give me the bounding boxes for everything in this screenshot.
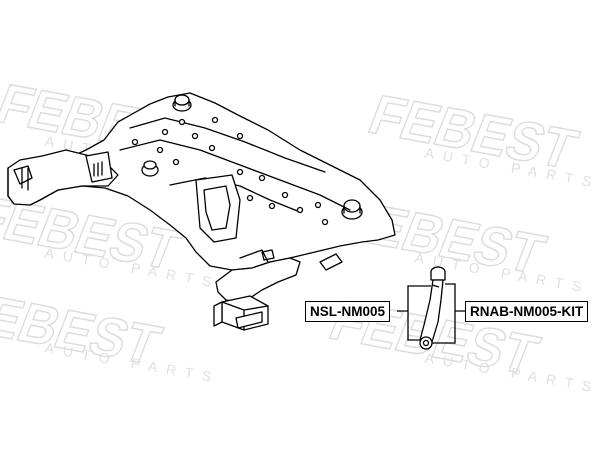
- part-label-bushing: NSL-NM005: [305, 301, 391, 322]
- leader-right: [432, 283, 465, 344]
- leader-left: [397, 285, 431, 341]
- part-label-link-kit: RNAB-NM005-KIT: [465, 301, 589, 322]
- subframe-left-wall: [195, 174, 241, 243]
- subframe-lower-arm: [215, 257, 301, 303]
- watermark-bottom-left: FEBEST AUTO PARTS: [0, 279, 222, 386]
- left-mount-bracket: [85, 151, 113, 183]
- subframe-holes: [131, 116, 329, 226]
- subframe-drawing: [7, 92, 396, 331]
- watermark-top-right: FEBEST AUTO PARTS: [360, 83, 600, 191]
- stabilizer-link-drawing: [419, 266, 446, 350]
- rear-mount-block: [213, 295, 269, 331]
- right-bushing-mount: [341, 199, 363, 220]
- leader-lines: [397, 283, 465, 344]
- top-bushing-mount: [172, 94, 192, 112]
- middle-bushing-mount: [141, 160, 159, 177]
